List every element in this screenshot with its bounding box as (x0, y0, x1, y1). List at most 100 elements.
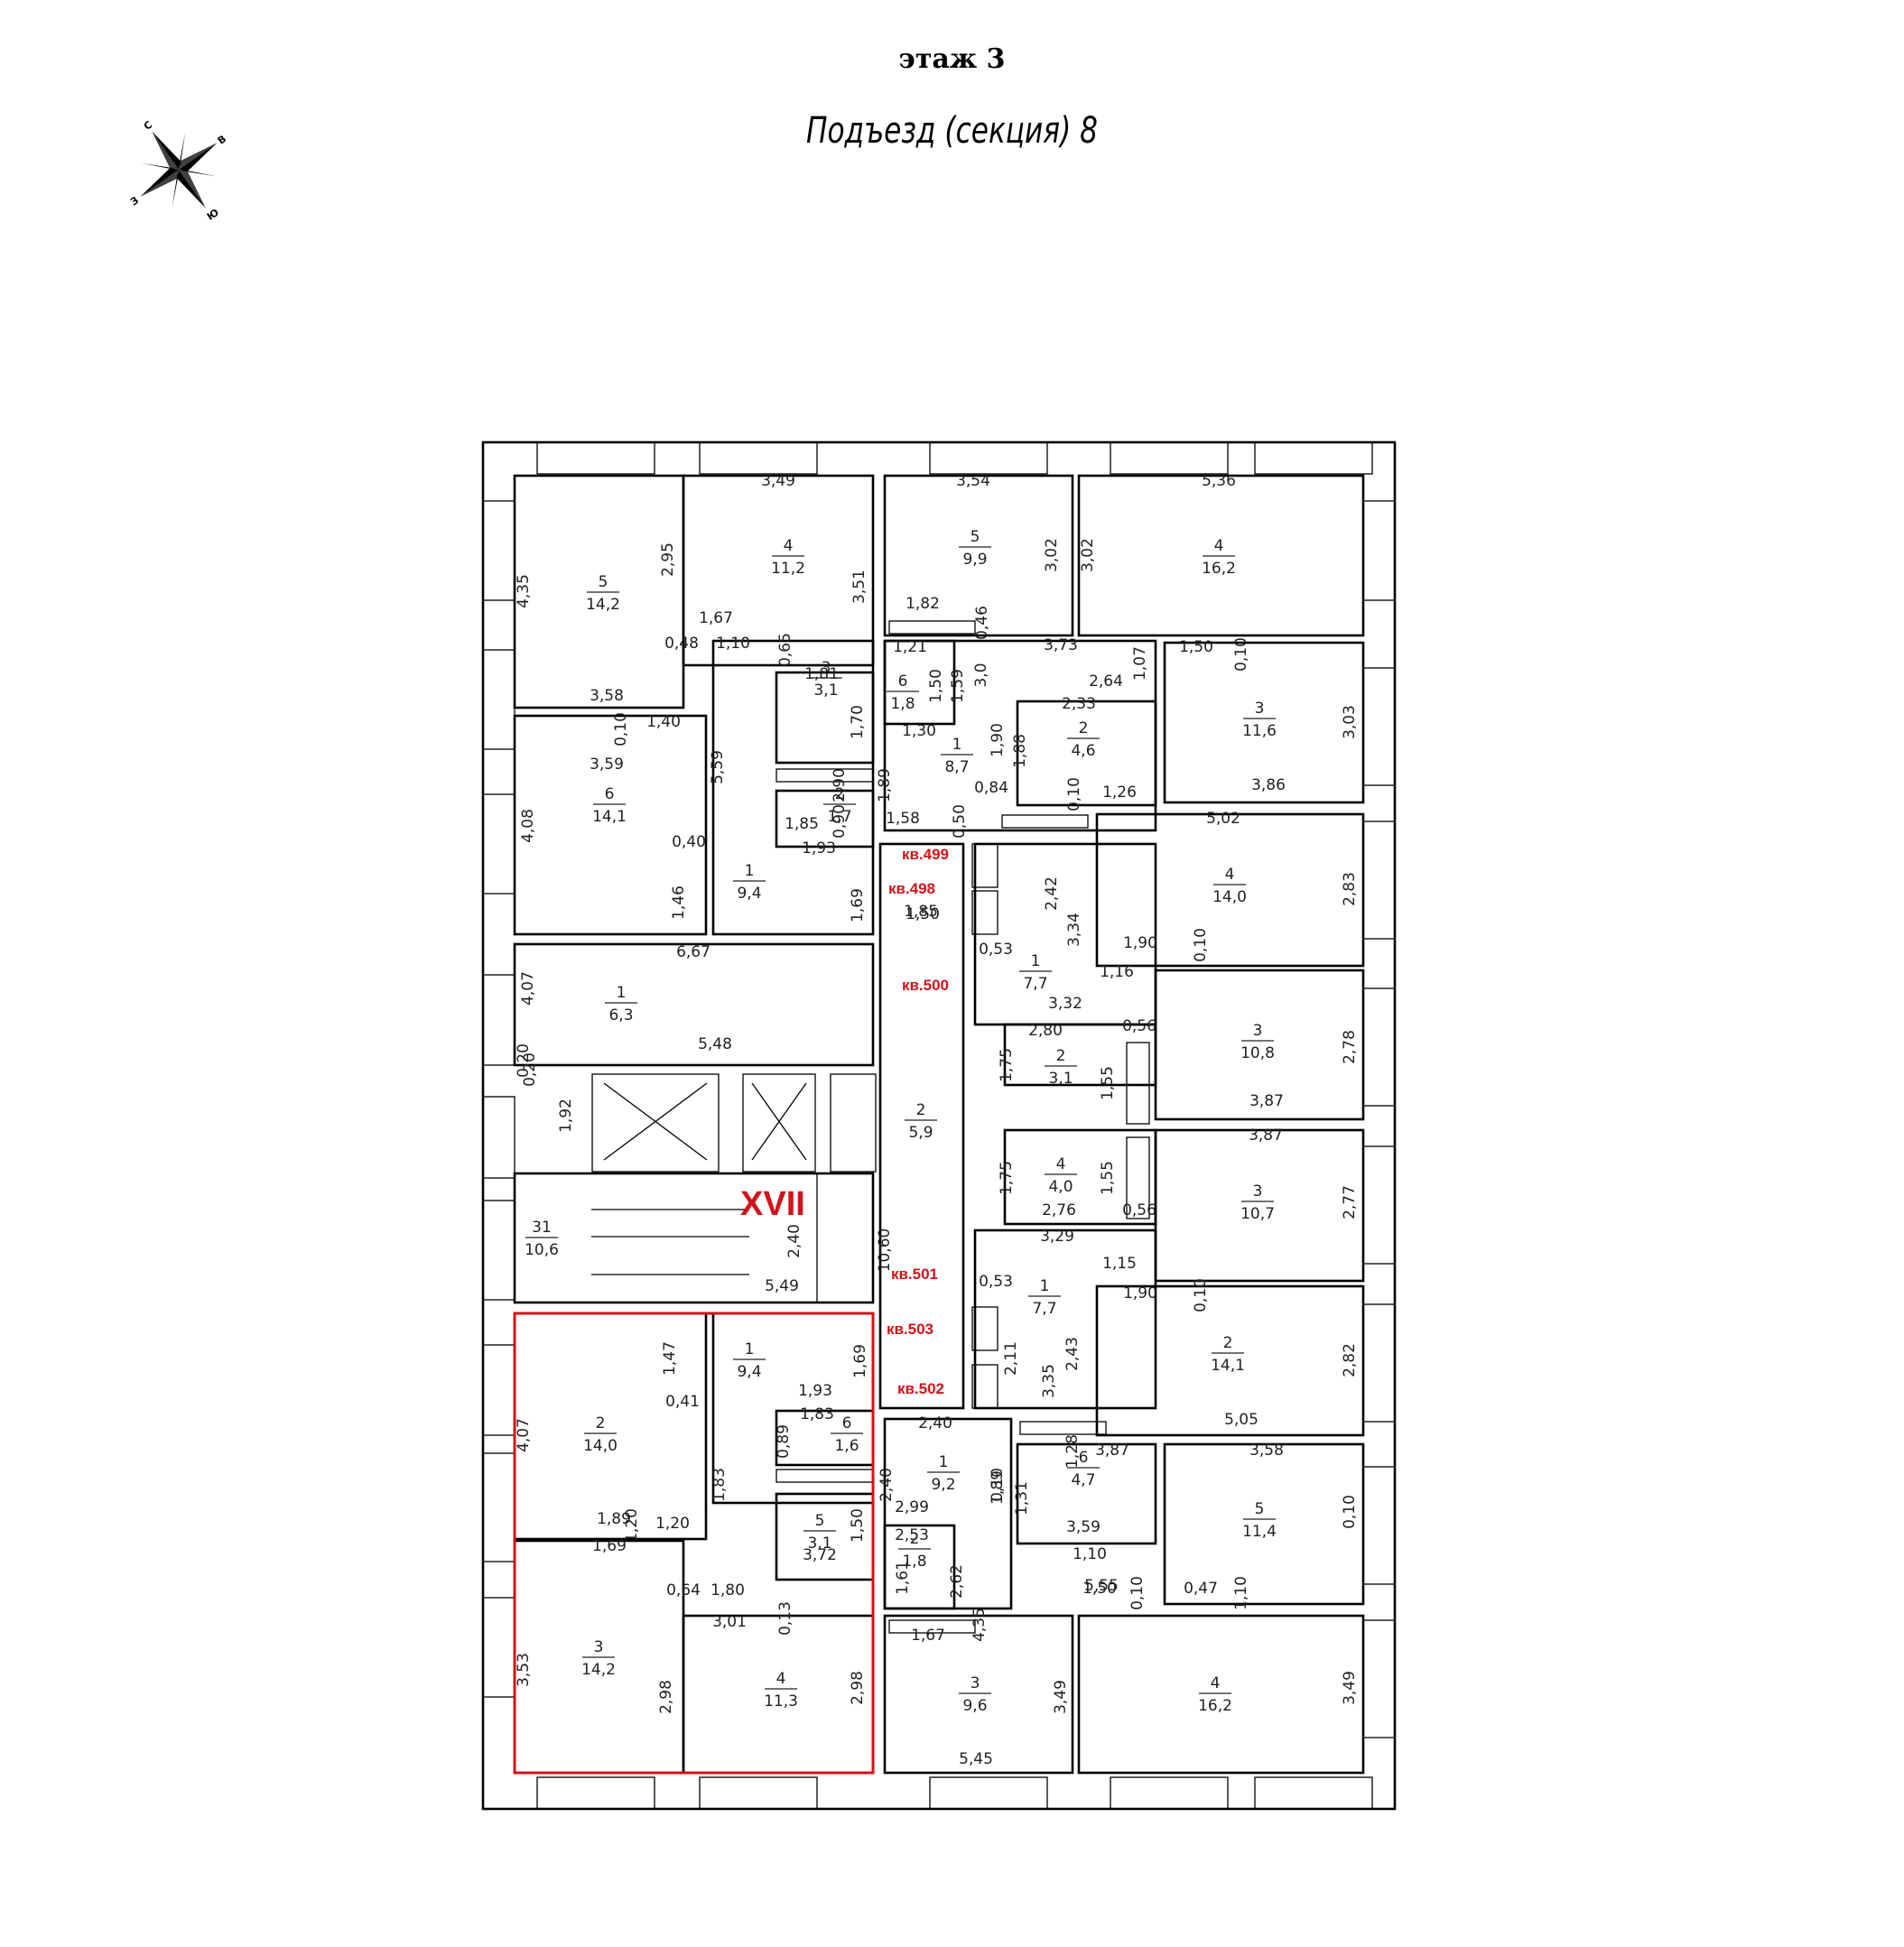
room-label: 214,0 (583, 1414, 618, 1455)
dimension-label: 3,86 (1251, 776, 1286, 794)
dimension-label: 1,59 (949, 669, 967, 703)
room-number: 2 (1079, 719, 1089, 737)
room-label: 314,2 (581, 1638, 616, 1679)
dimension-label: 4,07 (519, 971, 537, 1006)
dimension-label: 2,40 (878, 1468, 896, 1502)
room-number: 3 (822, 659, 831, 677)
room-label: 21,7 (823, 785, 856, 826)
room-number: 4 (1056, 1155, 1066, 1173)
room-area: 14,0 (583, 1437, 618, 1455)
dimension-label: 2,76 (1042, 1201, 1076, 1219)
room-number: 5 (815, 1512, 825, 1530)
dimension-label: 3,02 (1043, 538, 1061, 572)
dimension-label: 1,31 (1013, 1481, 1031, 1516)
room-number: 4 (1225, 866, 1235, 884)
room-label: 310,7 (1240, 1182, 1275, 1223)
room-number: 3 (1253, 1182, 1263, 1201)
apartment-number: кв.502 (897, 1380, 944, 1397)
dimension-label: 1,92 (557, 1099, 575, 1133)
room-number: 2 (1056, 1047, 1066, 1065)
room-area: 11,2 (771, 560, 805, 578)
dimension-label: 0,10 (1341, 1495, 1359, 1529)
dimension-label: 3,59 (1066, 1518, 1101, 1536)
dimension-label: 1,10 (1232, 1576, 1250, 1610)
room-area: 14,1 (1211, 1357, 1245, 1375)
room-area: 7,7 (1032, 1300, 1056, 1318)
dimension-label: 10,60 (876, 1228, 894, 1273)
dimension-label: 2,82 (1341, 1343, 1359, 1377)
dimension-label: 3,03 (1341, 705, 1359, 739)
dimension-label: 5,49 (765, 1277, 799, 1295)
dimension-label: 1,85 (904, 903, 938, 921)
dimension-label: 3,01 (712, 1613, 747, 1631)
room-label: 61,8 (887, 672, 919, 713)
room-label: 416,2 (1198, 1674, 1232, 1715)
compass-s: Ю (205, 207, 221, 223)
room-area: 11,4 (1242, 1523, 1277, 1541)
room-number: 2 (1223, 1334, 1233, 1352)
dimension-label: 0,89 (775, 1424, 793, 1459)
room-number: 1 (1031, 952, 1041, 970)
room-area: 14,2 (586, 596, 620, 614)
dimension-label: 2,78 (1341, 1030, 1359, 1064)
dimension-label: 0,10 (1128, 1576, 1147, 1610)
dimension-label: 6,67 (676, 943, 711, 961)
room-label: 25,9 (905, 1101, 937, 1142)
dimension-label: 0,48 (664, 635, 699, 653)
room-area: 14,2 (581, 1661, 616, 1679)
room-area: 3,1 (807, 1534, 831, 1553)
dimension-label: 1,10 (1073, 1545, 1107, 1563)
room-area: 11,6 (1242, 722, 1277, 740)
room-number: 6 (842, 1414, 852, 1432)
room-label: 614,1 (592, 785, 627, 826)
room-area: 8,7 (944, 758, 969, 776)
dimension-label: 2,64 (1089, 672, 1123, 691)
room-area: 5,9 (908, 1124, 933, 1142)
dimension-label: 0,20 (515, 1043, 533, 1078)
room-number: 5 (599, 573, 608, 591)
dimension-label: 0,56 (1122, 1017, 1156, 1035)
dimension-label: 1,07 (1131, 646, 1149, 681)
room-number: 4 (784, 537, 794, 555)
dimension-label: 0,10 (1192, 1278, 1210, 1312)
dimension-label: 2,77 (1341, 1185, 1359, 1219)
dimension-label: 5,05 (1224, 1411, 1258, 1429)
room-label: 411,2 (771, 537, 805, 578)
room-number: 4 (1214, 537, 1224, 555)
room-number: 6 (1079, 1449, 1089, 1467)
room-number: 3 (1253, 1022, 1263, 1040)
room-label: 23,1 (1045, 1047, 1077, 1088)
dimension-label: 0,56 (1122, 1201, 1156, 1219)
dimension-label: 1,85 (785, 815, 819, 833)
dimension-label: 1,69 (851, 1344, 869, 1378)
dimension-label: 5,59 (709, 750, 727, 784)
dimension-label: 2,42 (1043, 876, 1061, 911)
room-area: 3,1 (1048, 1070, 1073, 1088)
dimension-label: 2,99 (895, 1498, 929, 1516)
dimension-label: 5,02 (1206, 810, 1240, 828)
room-area: 4,6 (1071, 742, 1095, 760)
room-area: 14,1 (592, 808, 627, 826)
room-label: 17,7 (1019, 952, 1052, 993)
dimension-label: 1,47 (661, 1341, 679, 1376)
room-number: 1 (1040, 1277, 1050, 1295)
dimension-label: 1,50 (906, 905, 940, 923)
room-label: 61,6 (831, 1414, 863, 1455)
dimension-label: 1,83 (800, 1405, 834, 1423)
room-number: 1 (745, 862, 755, 880)
dimension-label: 2,40 (918, 1414, 952, 1432)
dimension-label: 3,58 (590, 687, 624, 705)
dimension-label: 3,87 (1095, 1442, 1129, 1460)
dimension-label: 1,20 (655, 1515, 690, 1533)
room-area: 10,8 (1240, 1044, 1275, 1062)
dimension-label: 5,45 (959, 1750, 993, 1768)
dimension-label: 3,87 (1249, 1092, 1284, 1110)
room-labels: 514,2411,259,9416,261,833,118,724,6311,6… (525, 528, 1277, 1715)
dimension-label: 0,20 (521, 1052, 539, 1087)
dimension-label: 4,35 (971, 1608, 989, 1642)
dimension-label: 1,83 (711, 1468, 729, 1502)
dimension-label: 2,43 (1063, 1337, 1082, 1371)
section-title: Подъезд (секция) 8 (805, 110, 1099, 152)
